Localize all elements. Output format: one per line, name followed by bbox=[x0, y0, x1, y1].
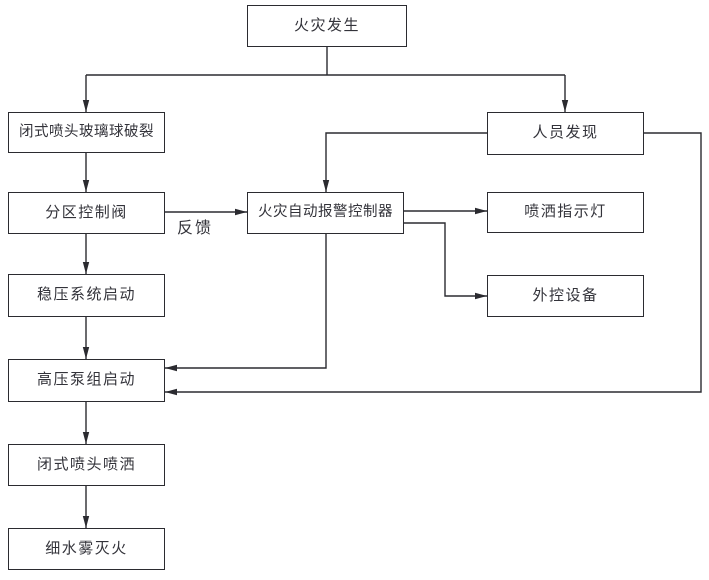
node-sprinkler-spray: 闭式喷头喷洒 bbox=[8, 444, 165, 486]
feedback-edge-label: 反馈 bbox=[177, 220, 214, 237]
node-zone-valve: 分区控制阀 bbox=[8, 192, 165, 234]
node-alarm-controller: 火灾自动报警控制器 bbox=[247, 192, 404, 234]
node-water-mist: 细水雾灭火 bbox=[8, 528, 165, 570]
node-pump-group: 高压泵组启动 bbox=[8, 359, 165, 402]
edge-personnel-to-pump bbox=[165, 132, 702, 396]
edge-personnel-to-controller bbox=[322, 132, 487, 192]
node-fire-occurs: 火灾发生 bbox=[247, 5, 407, 47]
edge-controller-to-external bbox=[404, 222, 487, 300]
node-pressure-system: 稳压系统启动 bbox=[8, 274, 165, 317]
node-spray-indicator: 喷洒指示灯 bbox=[487, 192, 644, 233]
node-personnel-found: 人员发现 bbox=[487, 112, 644, 155]
edge-controller-to-pump bbox=[165, 234, 327, 372]
node-glass-bulb-break: 闭式喷头玻璃球破裂 bbox=[8, 112, 165, 153]
node-external-device: 外控设备 bbox=[487, 275, 644, 317]
